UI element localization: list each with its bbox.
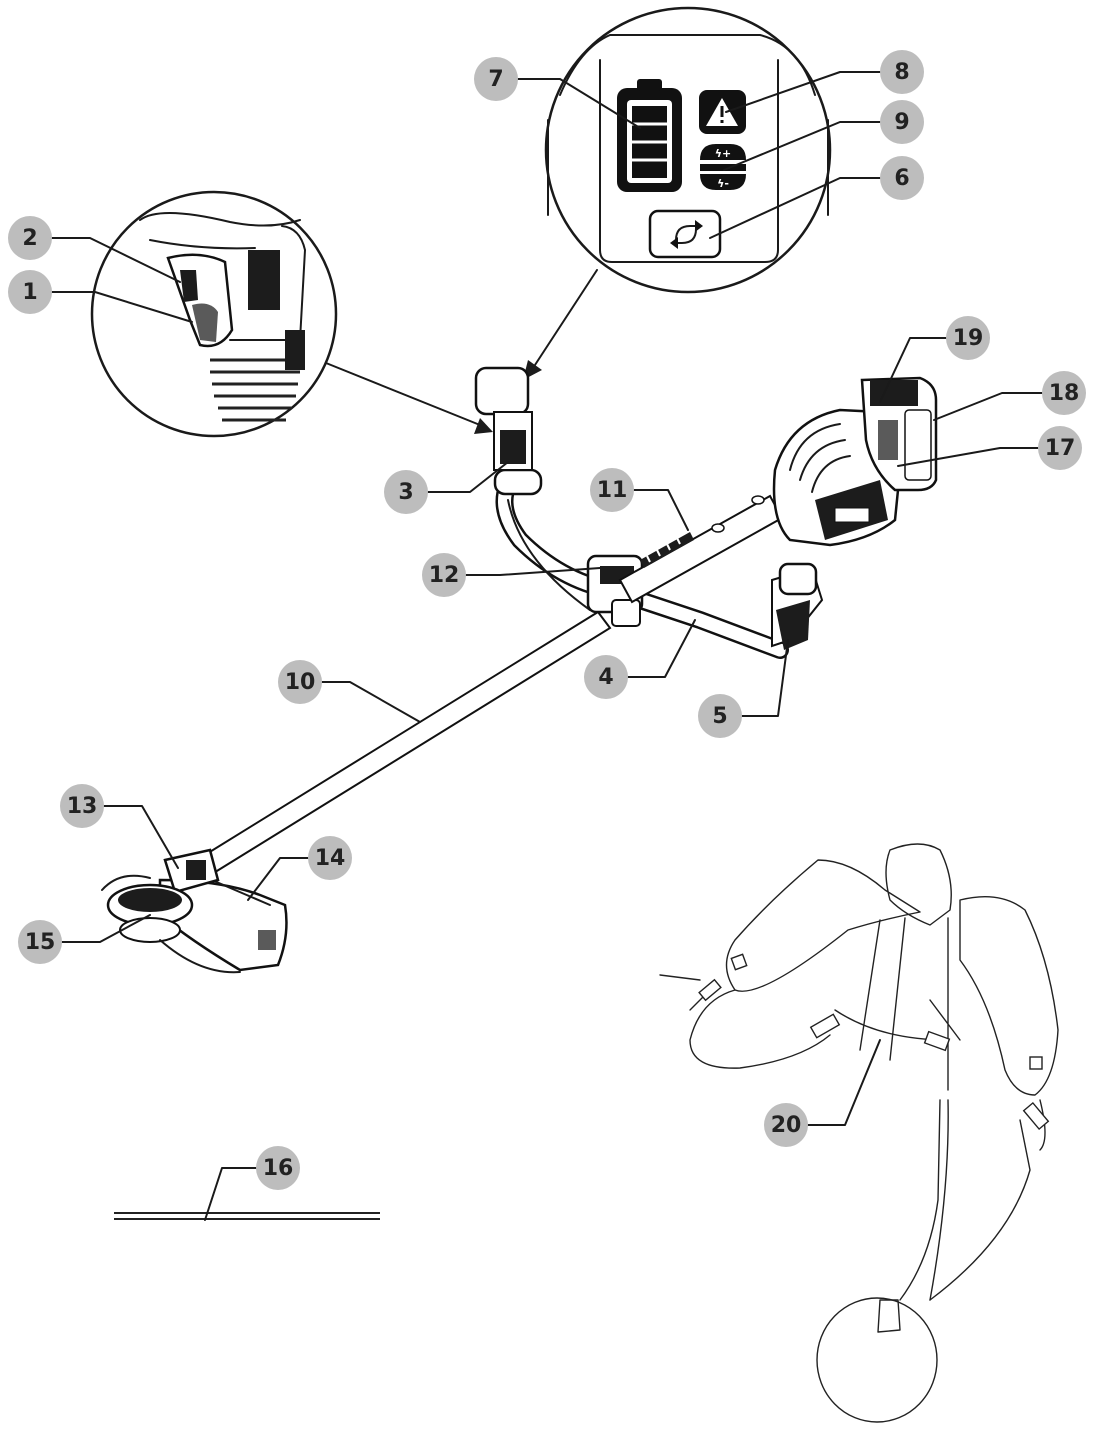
callout-20: 20 bbox=[764, 1103, 808, 1147]
callout-4: 4 bbox=[584, 655, 628, 699]
svg-text:ϟ+: ϟ+ bbox=[715, 147, 731, 160]
svg-text:ϟ-: ϟ- bbox=[717, 177, 729, 190]
shoulder-harness bbox=[659, 843, 1059, 1423]
lock-off-button-shape bbox=[180, 270, 198, 302]
callout-1: 1 bbox=[8, 270, 52, 314]
callout-3: 3 bbox=[384, 470, 428, 514]
callout-2: 2 bbox=[8, 216, 52, 260]
callout-9: 9 bbox=[880, 100, 924, 144]
pointer-arrows bbox=[325, 269, 598, 434]
trigger-shape bbox=[192, 303, 218, 342]
callout-14: 14 bbox=[308, 836, 352, 880]
callout-7: 7 bbox=[474, 57, 518, 101]
callout-8: 8 bbox=[880, 50, 924, 94]
callout-6: 6 bbox=[880, 156, 924, 200]
callout-13: 13 bbox=[60, 784, 104, 828]
control-panel-magnifier: ϟ+ ϟ- bbox=[544, 6, 832, 294]
callout-11: 11 bbox=[590, 468, 634, 512]
motor-housing bbox=[772, 376, 938, 547]
callout-19: 19 bbox=[946, 316, 990, 360]
callout-10: 10 bbox=[278, 660, 322, 704]
speed-icon: ϟ+ ϟ- bbox=[700, 144, 746, 190]
trimmer-line bbox=[114, 1212, 380, 1220]
trigger-magnifier bbox=[90, 190, 338, 438]
cutting-head bbox=[101, 848, 288, 974]
callout-5: 5 bbox=[698, 694, 742, 738]
battery-icon bbox=[617, 79, 682, 192]
callout-15: 15 bbox=[18, 920, 62, 964]
upper-shaft bbox=[618, 494, 784, 604]
callout-17: 17 bbox=[1038, 426, 1082, 470]
warning-icon bbox=[699, 90, 746, 134]
leader-lines bbox=[51, 71, 1043, 1221]
bike-handle bbox=[474, 366, 824, 659]
callout-18: 18 bbox=[1042, 371, 1086, 415]
shaft bbox=[198, 610, 612, 876]
mode-switch-icon bbox=[648, 209, 722, 259]
callout-12: 12 bbox=[422, 553, 466, 597]
callout-16: 16 bbox=[256, 1146, 300, 1190]
